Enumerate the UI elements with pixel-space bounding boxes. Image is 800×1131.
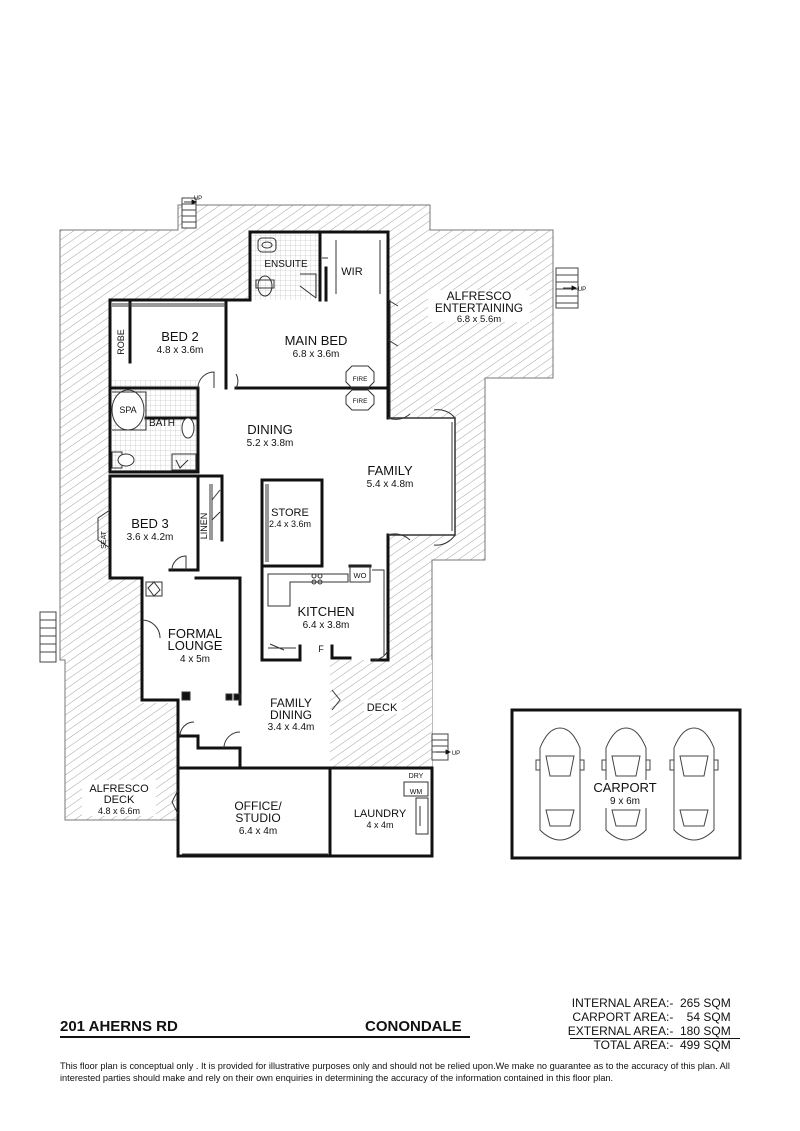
area-row: EXTERNAL AREA :- 180 SQM (550, 1024, 740, 1038)
label-main-bed: MAIN BED (285, 333, 348, 348)
label-ensuite: ENSUITE (264, 259, 308, 270)
label-robe: ROBE (116, 329, 126, 355)
label-office-2: STUDIO (235, 811, 280, 825)
carport (510, 708, 742, 860)
label-linen: LINEN (199, 513, 209, 540)
area-label: EXTERNAL AREA (567, 1024, 666, 1038)
size-family-dining: 3.4 x 4.4m (268, 722, 315, 733)
label-alfresco-deck-2: DECK (104, 794, 135, 806)
stair-up-arrows (184, 199, 577, 755)
label-alfresco-deck-1: ALFRESCO (89, 783, 149, 795)
label-bath: BATH (149, 418, 175, 429)
property-suburb: CONONDALE (365, 1018, 462, 1035)
stairs (39, 197, 579, 761)
area-summary: INTERNAL AREA :- 265 SQM CARPORT AREA :-… (550, 996, 740, 1052)
label-fridge: F (318, 644, 324, 654)
wall-details (97, 237, 456, 855)
label-family-dining-1: FAMILY (270, 696, 312, 710)
area-label: INTERNAL AREA (571, 996, 666, 1010)
total-divider (570, 1038, 740, 1039)
label-wm: WM (410, 789, 423, 796)
size-store: 2.4 x 3.6m (269, 519, 311, 529)
walls (108, 230, 434, 858)
label-fire-1: FIRE (353, 376, 368, 383)
label-formal-lounge-1: FORMAL (168, 626, 222, 641)
size-bed2: 4.8 x 3.6m (157, 345, 204, 356)
label-kitchen: KITCHEN (297, 604, 354, 619)
area-label: CARPORT AREA (572, 1010, 666, 1024)
label-backgrounds (82, 290, 658, 816)
size-carport: 9 x 6m (610, 796, 640, 807)
label-dining: DINING (247, 422, 293, 437)
size-office: 6.4 x 4m (239, 826, 277, 837)
room-labels: ALFRESCO ENTERTAINING 6.8 x 5.6m ENSUITE… (89, 196, 656, 837)
size-family: 5.4 x 4.8m (367, 479, 414, 490)
label-dry: DRY (409, 773, 424, 780)
label-wo: WO (354, 571, 367, 580)
label-family: FAMILY (367, 463, 413, 478)
label-formal-lounge-2: LOUNGE (168, 638, 223, 653)
car-icon (669, 727, 719, 841)
label-seat: SEAT (101, 530, 108, 548)
label-stairs-top-up: UP (194, 196, 202, 202)
area-value: :- 499 SQM (666, 1038, 731, 1052)
area-label: TOTAL AREA (593, 1038, 666, 1052)
area-value: :- 54 SQM (666, 1010, 731, 1024)
size-formal-lounge: 4 x 5m (180, 654, 210, 665)
label-carport: CARPORT (593, 780, 656, 795)
footer-divider (60, 1036, 470, 1038)
area-value: :- 265 SQM (666, 996, 731, 1010)
property-address: 201 AHERNS RD (60, 1018, 178, 1035)
label-laundry: LAUNDRY (354, 808, 407, 820)
label-alfresco-entertaining-2: ENTERTAINING (435, 301, 523, 315)
label-office-1: OFFICE/ (234, 799, 282, 813)
label-stairs-deck-up: UP (452, 751, 460, 757)
stairs-top (181, 197, 197, 229)
car-icons (535, 727, 719, 841)
label-bed2: BED 2 (161, 329, 199, 344)
label-family-dining-2: DINING (270, 708, 312, 722)
size-dining: 5.2 x 3.8m (247, 438, 294, 449)
label-fire-2: FIRE (353, 398, 368, 405)
area-value: :- 180 SQM (666, 1024, 731, 1038)
size-alfresco-deck: 4.8 x 6.6m (98, 806, 140, 816)
label-spa: SPA (119, 405, 136, 415)
size-bed3: 3.6 x 4.2m (127, 532, 174, 543)
label-alfresco-entertaining-1: ALFRESCO (447, 289, 512, 303)
label-wir: WIR (341, 266, 362, 278)
area-row: TOTAL AREA :- 499 SQM (550, 1038, 740, 1052)
stairs-deck (431, 733, 449, 761)
area-row: CARPORT AREA :- 54 SQM (550, 1010, 740, 1024)
label-store: STORE (271, 507, 309, 519)
label-deck: DECK (367, 702, 398, 714)
area-row: INTERNAL AREA :- 265 SQM (550, 996, 740, 1010)
stairs-left (39, 611, 57, 663)
size-laundry: 4 x 4m (366, 820, 393, 830)
label-stairs-right-up: UP (578, 287, 586, 293)
size-main-bed: 6.8 x 3.6m (293, 349, 340, 360)
label-bed3: BED 3 (131, 516, 169, 531)
size-alfresco-entertaining: 6.8 x 5.6m (457, 314, 501, 325)
size-kitchen: 6.4 x 3.8m (303, 620, 350, 631)
disclaimer-text: This floor plan is conceptual only . It … (60, 1061, 730, 1083)
car-icon (535, 727, 585, 841)
